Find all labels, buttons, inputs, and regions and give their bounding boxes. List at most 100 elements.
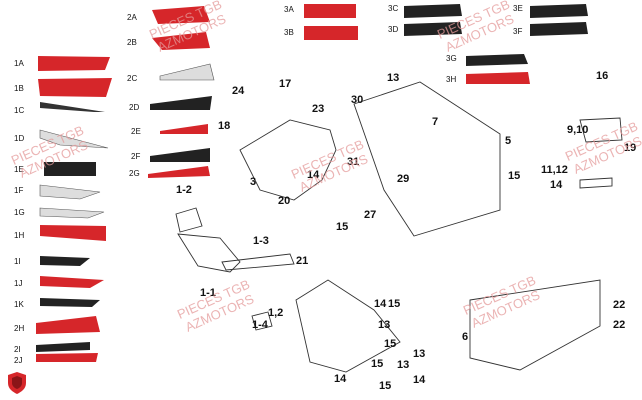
decal-column-middle	[148, 6, 215, 178]
decal-label-3C: 3C	[388, 4, 399, 13]
decal-label-3H: 3H	[446, 75, 457, 84]
part-floor-panel-2	[469, 279, 601, 371]
callout-13-d: 13	[413, 348, 426, 360]
decal-2I	[36, 342, 90, 352]
decal-label-1H: 1H	[14, 231, 25, 240]
decal-1A	[38, 56, 110, 71]
callout-1,2: 1,2	[268, 307, 284, 319]
callout-23: 23	[312, 103, 325, 115]
callout-15-f: 15	[379, 380, 392, 392]
decal-1D	[39, 129, 109, 149]
callout-22-b: 22	[613, 319, 626, 331]
decal-label-2I: 2I	[14, 345, 21, 354]
decal-2F	[150, 148, 210, 162]
callout-11-12: 11,12	[541, 164, 568, 176]
decal-label-1D: 1D	[14, 134, 25, 143]
callout-22-a: 22	[613, 299, 626, 311]
decal-2B	[152, 32, 210, 50]
callout-15-a: 15	[336, 221, 349, 233]
decal-label-2J: 2J	[14, 356, 23, 365]
decal-1H	[40, 225, 106, 241]
decal-2D	[150, 96, 212, 110]
decal-label-1E: 1E	[14, 165, 24, 174]
decal-label-1K: 1K	[14, 300, 24, 309]
decal-2H	[36, 316, 100, 334]
decal-3H	[466, 72, 530, 84]
callout-15-c: 15	[388, 298, 401, 310]
decal-3A	[304, 4, 356, 18]
decal-label-1F: 1F	[14, 186, 24, 195]
callout-14-a: 14	[307, 169, 320, 181]
callout-15-d: 15	[384, 338, 397, 350]
decal-label-1I: 1I	[14, 257, 21, 266]
decal-1E	[44, 162, 96, 176]
decal-label-1A: 1A	[14, 59, 24, 68]
decal-label-1B: 1B	[14, 84, 24, 93]
callout-15-e: 15	[371, 358, 384, 370]
callout-27: 27	[364, 209, 377, 221]
decal-label-2H: 2H	[14, 324, 25, 333]
callout-13-b: 13	[378, 319, 391, 331]
brand-shield-icon	[8, 372, 26, 394]
callout-3: 3	[250, 176, 257, 188]
decal-3G	[466, 54, 528, 66]
decal-label-1G: 1G	[14, 208, 25, 217]
part-small-piece-1-4	[251, 311, 273, 331]
decal-label-3A: 3A	[284, 5, 294, 14]
callout-14-e: 14	[334, 373, 347, 385]
part-bracket-9-10	[579, 117, 623, 143]
part-lower-cover	[177, 233, 241, 273]
decal-label-2E: 2E	[131, 127, 141, 136]
decal-3F	[530, 22, 588, 36]
decal-column-left	[36, 56, 112, 362]
callout-7: 7	[432, 116, 439, 128]
decal-2E	[160, 124, 208, 134]
decal-1J	[40, 276, 104, 288]
part-front-cover	[239, 119, 337, 201]
decal-label-3F: 3F	[513, 27, 523, 36]
callout-5: 5	[505, 135, 512, 147]
callout-17: 17	[279, 78, 292, 90]
callout-1-3: 1-3	[253, 235, 269, 247]
part-panel-1-3	[221, 253, 295, 271]
callout-20: 20	[278, 195, 291, 207]
decal-label-2D: 2D	[129, 103, 140, 112]
decal-1G	[39, 207, 105, 219]
decal-2C	[159, 63, 215, 81]
callout-13-a: 13	[387, 72, 400, 84]
decal-1B	[38, 78, 112, 97]
decal-label-2C: 2C	[127, 74, 138, 83]
decal-2J	[36, 353, 98, 362]
decal-label-3E: 3E	[513, 4, 523, 13]
decal-label-2F: 2F	[131, 152, 141, 161]
callout-18: 18	[218, 120, 231, 132]
decal-label-3D: 3D	[388, 25, 399, 34]
callout-14-b: 14	[550, 179, 563, 191]
decal-label-3G: 3G	[446, 54, 457, 63]
callout-6: 6	[462, 331, 469, 343]
callout-9-10: 9,10	[567, 124, 589, 136]
callout-1-2: 1-2	[176, 184, 192, 196]
decal-1K	[40, 298, 100, 307]
callout-30: 30	[351, 94, 364, 106]
decal-3E	[530, 4, 588, 18]
part-storage-box	[353, 81, 501, 237]
callout-1-1: 1-1	[200, 287, 216, 299]
decal-3C	[404, 4, 462, 18]
decal-1C	[40, 102, 105, 112]
callout-14-c: 14	[374, 298, 387, 310]
callout-24: 24	[232, 85, 245, 97]
decal-label-2G: 2G	[129, 169, 140, 178]
decal-column-top	[304, 4, 588, 84]
part-panel-1-2	[175, 207, 203, 233]
callout-15-b: 15	[508, 170, 521, 182]
callout-19: 19	[624, 142, 637, 154]
part-bracket-11-12	[579, 177, 613, 189]
callout-31: 31	[347, 156, 360, 168]
callout-1-4: 1-4	[252, 319, 268, 331]
decal-label-1C: 1C	[14, 106, 25, 115]
decal-2G	[148, 166, 210, 178]
part-drawings	[175, 81, 623, 373]
decal-label-2A: 2A	[127, 13, 137, 22]
